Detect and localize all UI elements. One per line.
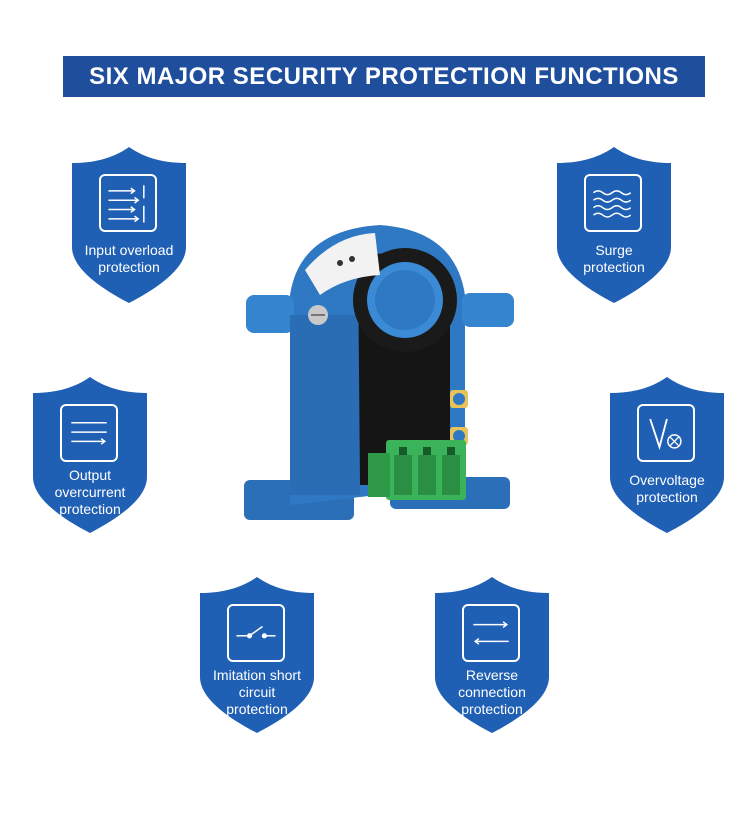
page-title-banner: SIX MAJOR SECURITY PROTECTION FUNCTIONS bbox=[63, 56, 705, 97]
function-label-line: Reverse bbox=[465, 667, 519, 683]
function-label-line: protection bbox=[59, 501, 121, 517]
function-input-overload: Input overload protection bbox=[68, 145, 190, 305]
short-circuit-switch-icon bbox=[227, 604, 285, 662]
function-reverse-connection: Reverse connection protection bbox=[431, 575, 553, 735]
function-label-line: protection bbox=[98, 259, 160, 275]
function-label-line: protection bbox=[583, 259, 645, 275]
function-label-line: Imitation short bbox=[213, 667, 301, 683]
function-label-line: protection bbox=[226, 701, 288, 717]
function-label-line: overcurrent bbox=[54, 484, 126, 500]
input-overload-icon bbox=[99, 174, 157, 232]
function-output-overcurrent: Output overcurrent protection bbox=[29, 375, 151, 535]
function-label-line: Output bbox=[68, 467, 112, 483]
output-overcurrent-icon bbox=[60, 404, 118, 462]
function-label-line: Input overload bbox=[84, 242, 174, 258]
function-overvoltage: Overvoltage protection bbox=[606, 375, 728, 535]
function-label-line: protection bbox=[636, 489, 698, 505]
current-sensor-device-image bbox=[240, 215, 520, 535]
function-label-line: Surge bbox=[595, 242, 633, 258]
page-title: SIX MAJOR SECURITY PROTECTION FUNCTIONS bbox=[89, 62, 679, 90]
function-label-line: circuit bbox=[238, 684, 276, 700]
function-short-circuit: Imitation short circuit protection bbox=[196, 575, 318, 735]
function-surge: Surge protection bbox=[553, 145, 675, 305]
surge-icon bbox=[584, 174, 642, 232]
overvoltage-icon bbox=[637, 404, 695, 462]
reverse-arrows-icon bbox=[462, 604, 520, 662]
function-label-line: connection bbox=[458, 684, 526, 700]
function-label-line: Overvoltage bbox=[629, 472, 705, 488]
function-label-line: protection bbox=[461, 701, 523, 717]
